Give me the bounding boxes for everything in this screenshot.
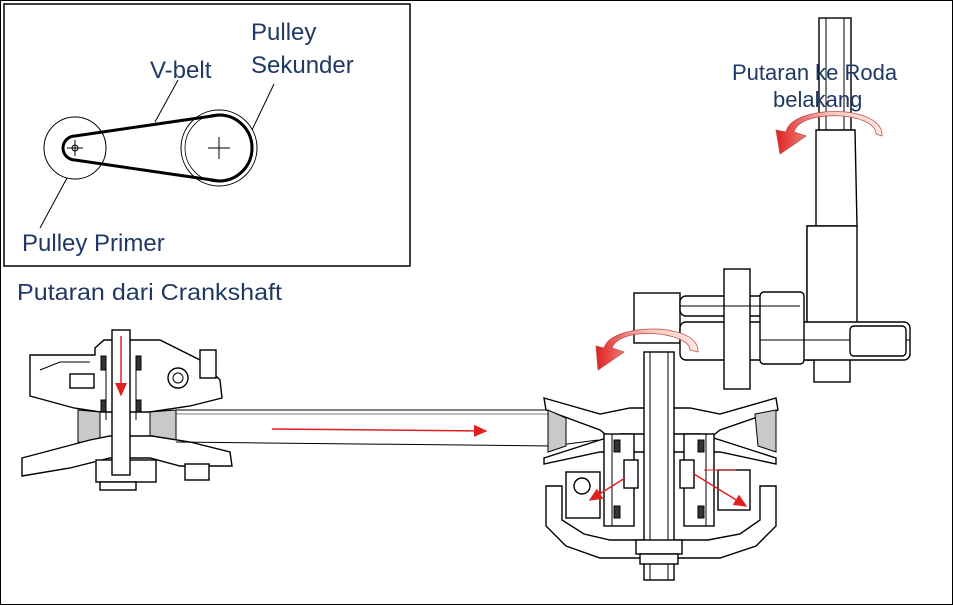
belt-direction-arrow xyxy=(271,424,488,437)
pulley-sekunder-label-2: Sekunder xyxy=(251,52,354,79)
primary-pulley-circle xyxy=(43,116,107,180)
belt-run xyxy=(175,409,599,447)
clutch-right-arrow xyxy=(693,473,748,507)
rear-wheel-label-1: Putaran ke Roda xyxy=(732,60,898,85)
primary-pulley-assembly xyxy=(21,329,233,491)
flow-arrows xyxy=(115,336,748,507)
crankshaft-label: Putaran dari Crankshaft xyxy=(17,279,283,305)
rear-wheel-label-2: belakang xyxy=(773,87,862,112)
rotation-arrow-secondary xyxy=(595,328,699,371)
pulley-sekunder-label-1: Pulley xyxy=(251,19,316,46)
clutch-left-arrow xyxy=(588,477,626,501)
pulley-primer-label: Pulley Primer xyxy=(22,230,165,257)
secondary-pulley-assembly xyxy=(543,351,779,581)
v-belt-label: V-belt xyxy=(150,57,212,84)
secondary-pulley-circle xyxy=(180,109,258,187)
rotation-arrow-rear xyxy=(775,111,883,155)
rear-output-shaft xyxy=(633,17,911,390)
v-belt-shape xyxy=(61,113,254,183)
inset-schematic: V-belt Pulley Sekunder Pulley Primer xyxy=(3,3,411,267)
